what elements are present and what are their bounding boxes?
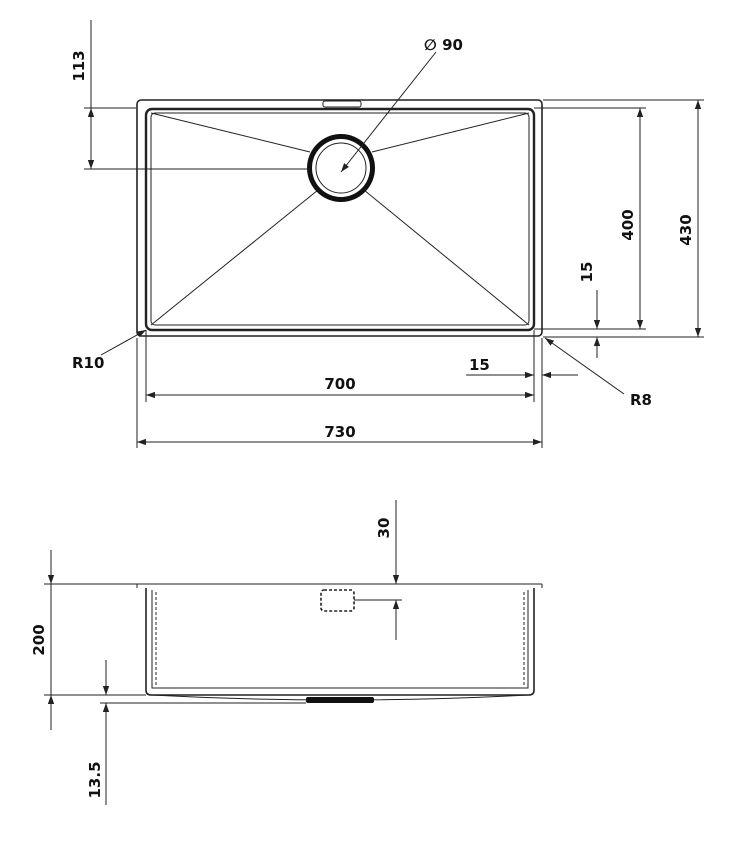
dimension-15-horizontal: 15 [466,330,578,448]
top-view: 113 ∅ 90 400 430 15 [70,20,704,448]
sink-outer-rim [136,99,543,337]
drain-slope-lines [150,112,530,326]
dimension-15-horizontal-label: 15 [469,356,490,374]
dimension-200-label: 200 [30,624,48,655]
dimension-113: 113 [70,20,310,170]
sink-inner-bowl [144,107,536,332]
dimension-15-vertical: 15 [578,262,601,358]
dimension-30-label: 30 [375,518,393,539]
side-bowl-body [145,588,535,696]
side-view: 30 200 13.5 [30,500,543,805]
dimension-730-label: 730 [324,423,355,441]
drain-icon [307,134,375,202]
dimension-r10: R10 [72,329,147,372]
dimension-r8: R8 [544,337,652,409]
side-drain-outlet [306,697,374,703]
dimension-diameter-90: ∅ 90 [340,36,463,173]
dimension-200: 200 [30,550,146,730]
sink-bowl-inner-edge [150,112,530,326]
dimension-30: 30 [354,500,402,640]
dimension-15-vertical-label: 15 [578,262,596,283]
dimension-400: 400 [534,107,646,330]
dimension-r10-label: R10 [72,354,104,372]
dimension-430: 430 [543,99,704,338]
dimension-r8-label: R8 [630,391,652,409]
dimension-730: 730 [136,338,542,448]
dimension-diameter-label: ∅ 90 [424,36,463,54]
dimension-430-label: 430 [677,214,695,245]
overflow-slot-top [322,100,362,108]
dimension-700: 700 [145,330,534,402]
dimension-400-label: 400 [619,209,637,240]
dimension-700-label: 700 [324,375,355,393]
dimension-13-5-label: 13.5 [86,761,104,798]
dimension-13-5: 13.5 [86,660,306,805]
overflow-slot-side [320,589,355,612]
dimension-113-label: 113 [70,50,88,81]
